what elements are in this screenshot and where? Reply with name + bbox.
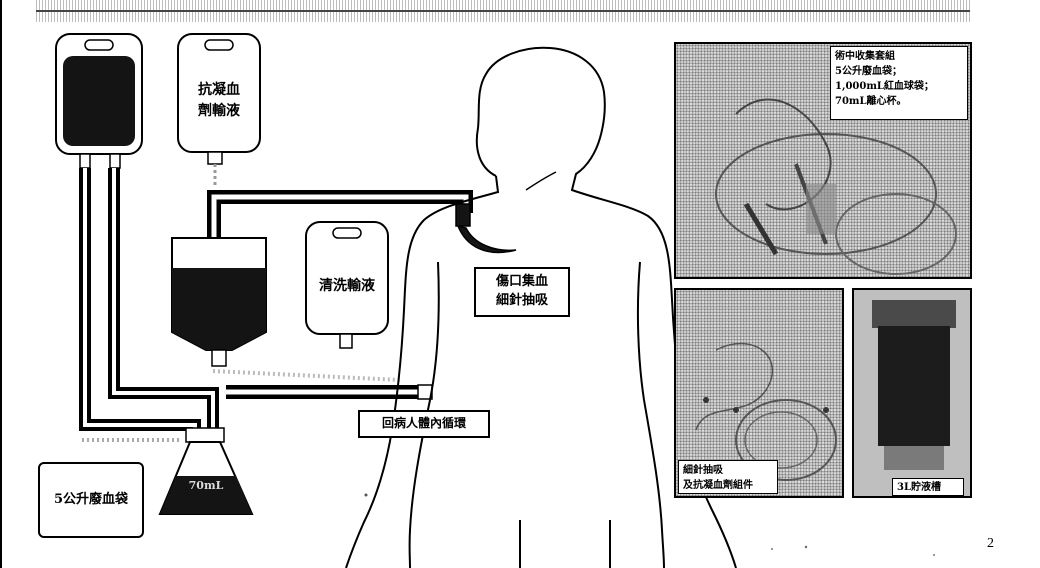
photo-reservoir-drawing [854, 290, 970, 496]
flask-volume-label: 70mL [188, 479, 224, 492]
photo-needle-aspiration-kit-caption: 細針抽吸 及抗凝血劑組件 [678, 460, 778, 494]
needle-icon [455, 203, 517, 254]
photo-needle-aspiration-kit-drawing [695, 342, 837, 481]
photo-collection-kit-drawing [715, 98, 957, 275]
blood-bag [55, 33, 143, 169]
collection-flask [158, 427, 254, 515]
page-number: 2 [987, 536, 994, 551]
wash-bag-label: 清洗輸液 [319, 278, 375, 294]
wash-bag [305, 221, 389, 349]
photo-reservoir [852, 288, 972, 498]
return-to-body-label: 回病人體內循環 [358, 410, 490, 438]
photo-reservoir-caption: 3L貯液槽 [892, 478, 964, 496]
anticoagulant-bag [177, 33, 261, 186]
header-band [36, 0, 970, 22]
waste-bag-label: 5公升廢血袋 [38, 462, 144, 538]
photo-collection-kit-caption: 術中收集套組 5公升廢血袋； 1,000mL紅血球袋； 70mL離心杯。 [830, 46, 968, 120]
wound-collection-label: 傷口集血 細針抽吸 [474, 267, 570, 317]
anticoagulant-bag-label: 抗凝血 劑輸液 [198, 82, 240, 119]
reservoir [171, 237, 267, 367]
